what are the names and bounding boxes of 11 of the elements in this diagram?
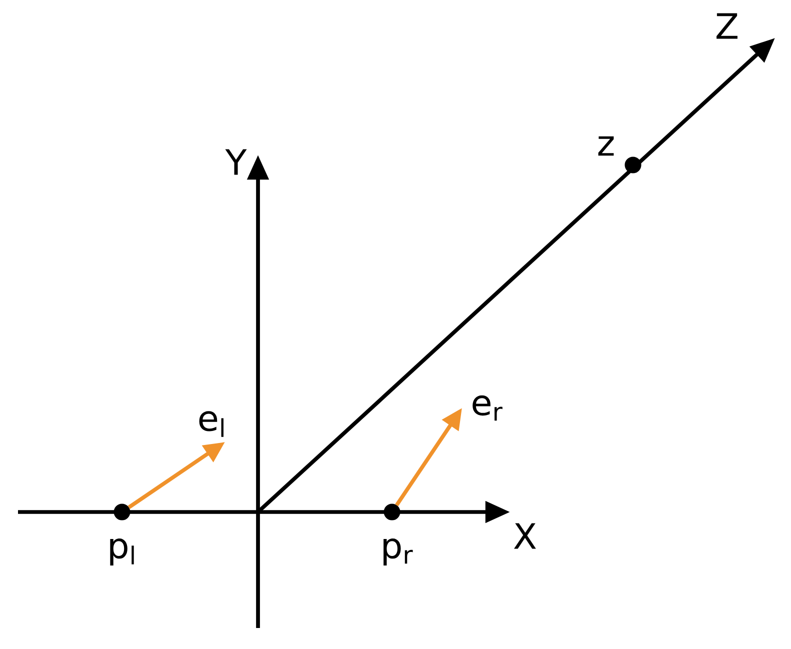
- point-label: p$_{r}$: [384, 538, 413, 566]
- point: [114, 504, 130, 520]
- point-label: z: [598, 136, 614, 156]
- point-label: p$_{l}$: [110, 538, 134, 566]
- axis-label: X: [514, 523, 536, 549]
- axis-label: Z: [716, 13, 738, 39]
- edge-label: e$_{l}$: [199, 411, 224, 437]
- axis-label: Y: [225, 149, 247, 175]
- point: [384, 504, 400, 520]
- edge-label: e$_{r}$: [472, 395, 502, 421]
- point: [624, 156, 642, 174]
